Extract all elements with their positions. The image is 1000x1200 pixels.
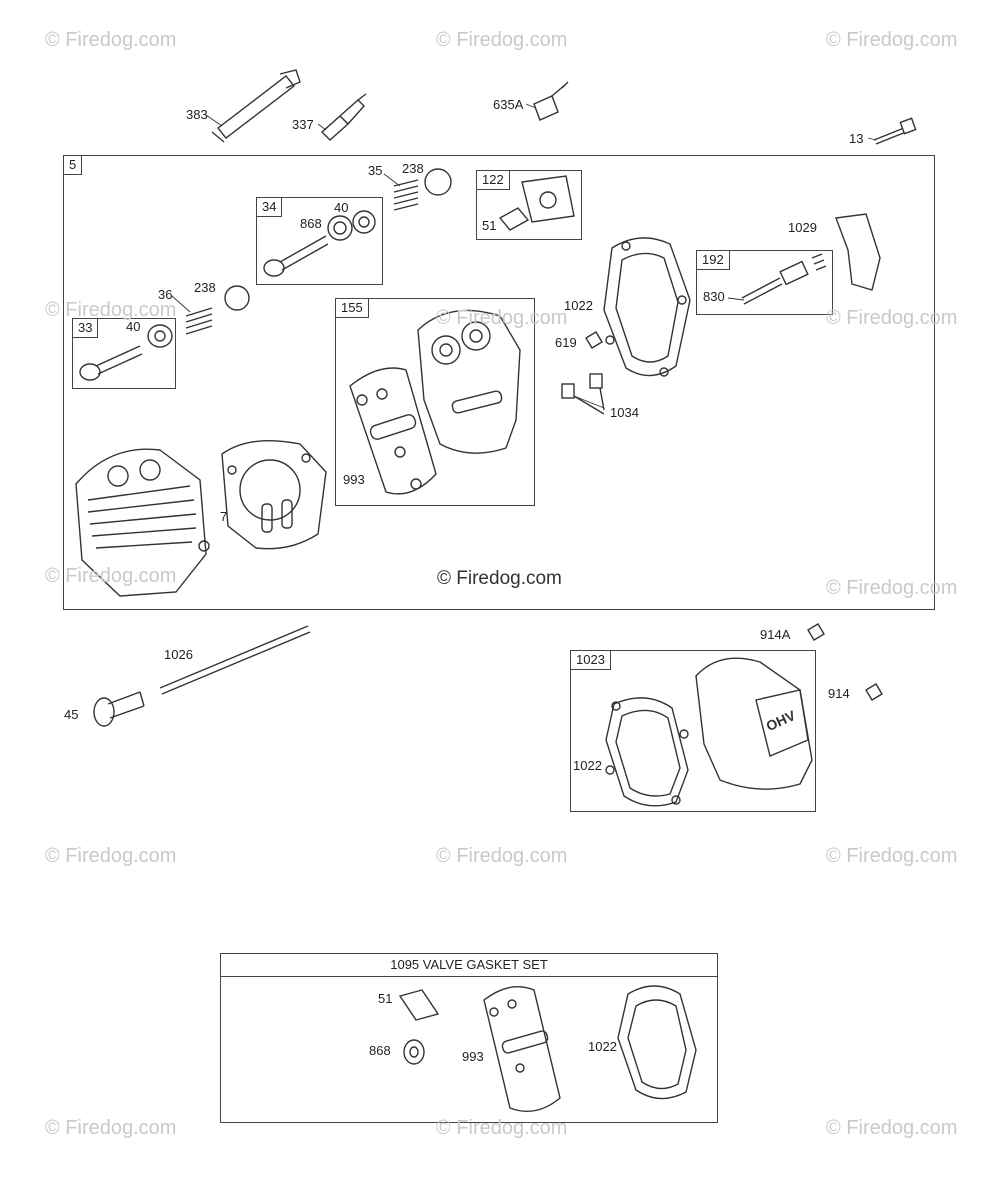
label-1022-top: 1022 (564, 298, 593, 313)
part-155-gasket-drawing (417, 309, 521, 454)
part-993-gasket-set-drawing (483, 986, 561, 1112)
watermark: © Firedog.com (45, 845, 177, 867)
part-914-drawing (865, 683, 883, 701)
part-830-drawing (741, 253, 827, 305)
watermark: © Firedog.com (826, 307, 958, 329)
part-1022-gasket-drawing-mid (605, 697, 689, 807)
label-1029: 1029 (788, 220, 817, 235)
label-40-top: 40 (334, 200, 349, 215)
watermark: © Firedog.com (826, 29, 958, 51)
watermark: © Firedog.com (826, 1117, 958, 1139)
part-993-gasket-drawing (349, 367, 437, 495)
label-40-left: 40 (126, 319, 141, 334)
part-35-spring-drawing (393, 179, 419, 211)
label-383: 383 (186, 107, 208, 122)
box-tag-155: 155 (336, 299, 369, 318)
label-914a: 914A (760, 627, 791, 642)
assembly-box-192: 192 (696, 250, 833, 315)
assembly-box-34: 34 (256, 197, 383, 285)
watermark: © Firedog.com (436, 845, 568, 867)
part-1034-drawing (561, 373, 605, 415)
watermark: © Firedog.com (45, 565, 177, 587)
label-619: 619 (555, 335, 577, 350)
part-36-spring-drawing (185, 307, 213, 335)
part-33-valve-drawing (79, 324, 173, 381)
watermark: © Firedog.com (436, 1117, 568, 1139)
part-1029-drawing (835, 213, 881, 291)
part-635a-drawing (533, 81, 569, 121)
part-337-drawing (320, 93, 367, 141)
part-1022-gasket-set-drawing (617, 985, 697, 1100)
label-51-top: 51 (482, 218, 497, 233)
box-tag-192: 192 (697, 251, 730, 270)
watermark: © Firedog.com (45, 299, 177, 321)
gasket-set-title: 1095 VALVE GASKET SET (221, 954, 717, 977)
label-914: 914 (828, 686, 850, 701)
part-13-drawing (873, 117, 917, 145)
gasket-set-box: 1095 VALVE GASKET SET (220, 953, 718, 1123)
label-868-set: 868 (369, 1043, 391, 1058)
label-45: 45 (64, 707, 79, 722)
label-1034: 1034 (610, 405, 639, 420)
watermark: © Firedog.com (826, 577, 958, 599)
assembly-box-5: 5 (63, 155, 935, 610)
box-tag-122: 122 (477, 171, 510, 190)
assembly-box-1023: 1023 (570, 650, 816, 812)
part-914a-drawing (807, 623, 825, 641)
cylinder-head-drawing (75, 448, 210, 597)
label-830: 830 (703, 289, 725, 304)
label-993-set: 993 (462, 1049, 484, 1064)
watermark: © Firedog.com (436, 307, 568, 329)
watermark: © Firedog.com (45, 29, 177, 51)
center-watermark: © Firedog.com (437, 568, 562, 589)
box-tag-1023: 1023 (571, 651, 611, 670)
label-1022-set: 1022 (588, 1039, 617, 1054)
part-1026-drawing (159, 625, 311, 695)
label-7: 7 (220, 509, 228, 524)
label-51-set: 51 (378, 991, 393, 1006)
leader-lines (171, 103, 877, 409)
label-1026: 1026 (164, 647, 193, 662)
assembly-box-155: 155 (335, 298, 535, 506)
label-868-top: 868 (300, 216, 322, 231)
assembly-box-122: 122 (476, 170, 582, 240)
label-35: 35 (368, 163, 383, 178)
part-383-drawing (211, 69, 301, 143)
watermark: © Firedog.com (826, 845, 958, 867)
label-238-top: 238 (402, 161, 424, 176)
box-tag-34: 34 (257, 198, 283, 217)
label-337: 337 (292, 117, 314, 132)
label-238-left: 238 (194, 280, 216, 295)
box-tag-33: 33 (73, 319, 99, 338)
assembly-box-33: 33 (72, 318, 176, 389)
part-619-drawing (585, 331, 603, 349)
watermark: © Firedog.com (45, 1117, 177, 1139)
part-1023-cover-drawing: OHV (695, 657, 813, 790)
label-1022-mid: 1022 (573, 758, 602, 773)
label-13: 13 (849, 131, 864, 146)
label-635a: 635A (493, 97, 524, 112)
label-993-top: 993 (343, 472, 365, 487)
part-7-gasket-drawing (221, 440, 327, 550)
box-tag-5: 5 (64, 156, 83, 175)
part-45-drawing (93, 691, 145, 727)
part-868-valve-drawing (263, 210, 376, 277)
part-51-gasket-set-drawing (398, 989, 440, 1021)
label-36: 36 (158, 287, 173, 302)
part-122-drawing (498, 175, 575, 231)
watermark: © Firedog.com (436, 29, 568, 51)
part-1022-gasket-drawing-top (603, 237, 691, 377)
part-868-gasket-set-drawing (403, 1039, 425, 1065)
